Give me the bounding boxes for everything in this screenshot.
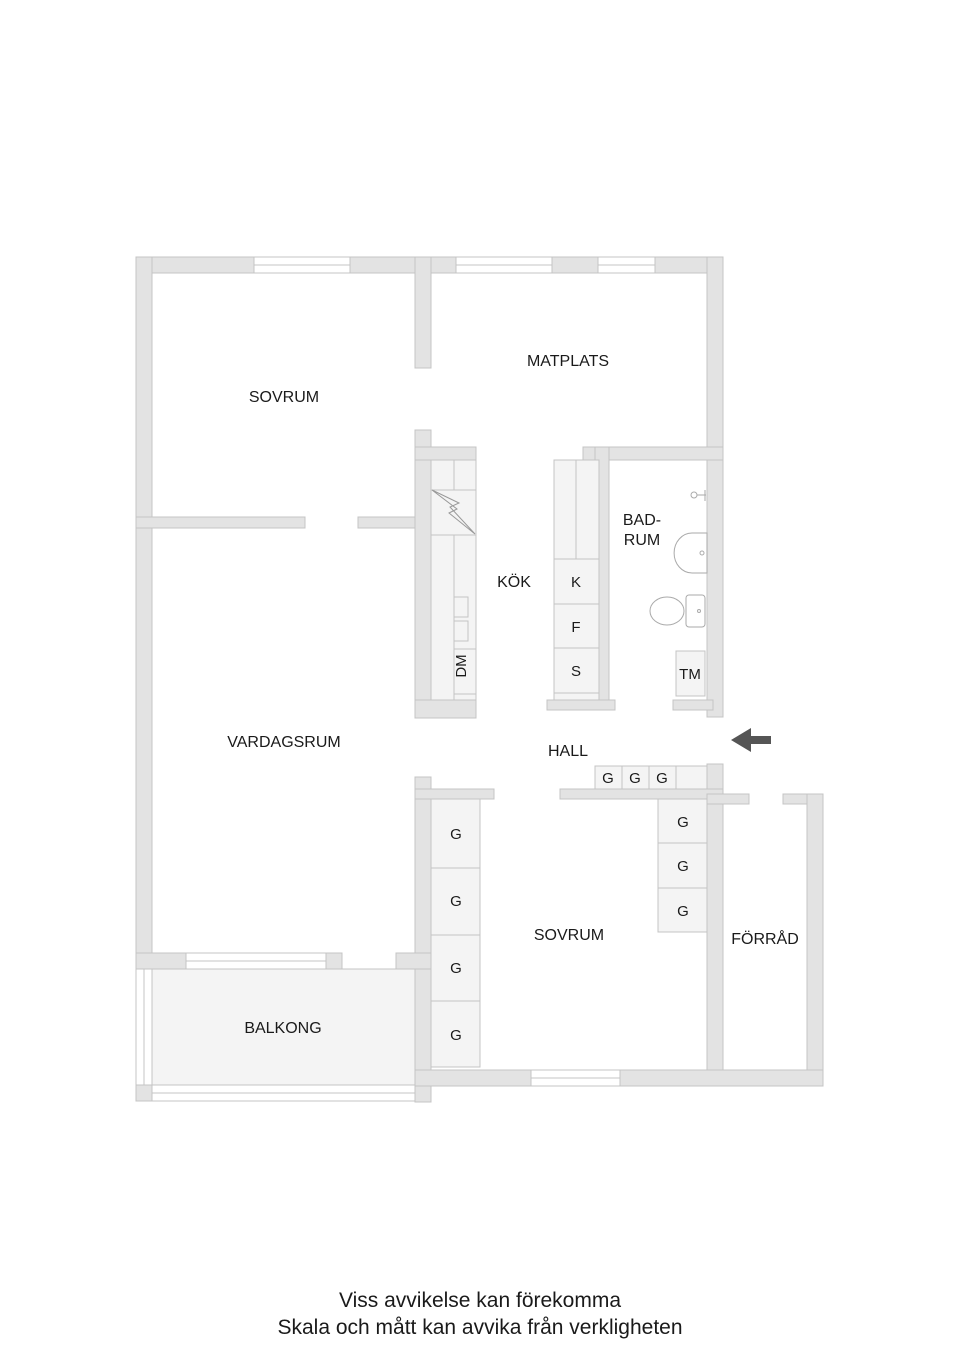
room-label-balkong: BALKONG [244, 1020, 321, 1037]
wardrobe-label: G [450, 1027, 462, 1044]
wardrobe-label: G [450, 893, 462, 910]
wardrobe-label: G [656, 770, 668, 787]
windows [185, 256, 656, 1087]
room-label-kok: KÖK [497, 573, 531, 591]
appliance-label-stove: S [571, 663, 581, 680]
sink-zigzag-icon [431, 489, 476, 535]
appliance-label-freezer: F [571, 619, 580, 636]
bathroom-fixtures [649, 490, 708, 697]
wardrobe-label: G [450, 960, 462, 977]
room-label-forrad: FÖRRÅD [731, 929, 799, 948]
wardrobe-label: G [677, 814, 689, 831]
wardrobe-label: G [602, 770, 614, 787]
appliance-label-fridge: K [571, 574, 581, 591]
wardrobe-label: G [629, 770, 641, 787]
appliance-label-washing-machine: TM [679, 666, 701, 683]
room-label-badrum-1: BAD- [623, 512, 661, 529]
toilet-icon [649, 594, 706, 628]
wardrobe-label: G [677, 858, 689, 875]
wardrobe-label: G [450, 826, 462, 843]
arrow-left-icon [731, 728, 771, 752]
washbasin-icon [673, 532, 708, 574]
wardrobe-label: G [677, 903, 689, 920]
disclaimer-line-2: Skala och mått kan avvika från verklighe… [277, 1316, 683, 1339]
room-label-sovrum-1: SOVRUM [249, 389, 319, 406]
faucet-icon [690, 490, 706, 501]
room-label-matplats: MATPLATS [527, 353, 609, 370]
room-label-vardagsrum: VARDAGSRUM [227, 734, 341, 751]
hall-wardrobes [594, 765, 708, 790]
room-label-badrum-2: RUM [624, 532, 660, 549]
bedroom-wardrobes [430, 798, 708, 1068]
kitchen-counter-left [430, 459, 477, 701]
appliance-label-dishwasher: DM [453, 654, 470, 677]
room-label-sovrum-2: SOVRUM [534, 927, 604, 944]
room-label-hall: HALL [548, 743, 588, 760]
balcony [135, 968, 416, 1102]
kitchen-counter-right [553, 459, 600, 701]
disclaimer-line-1: Viss avvikelse kan förekomma [338, 1289, 622, 1312]
walls [135, 256, 824, 1103]
